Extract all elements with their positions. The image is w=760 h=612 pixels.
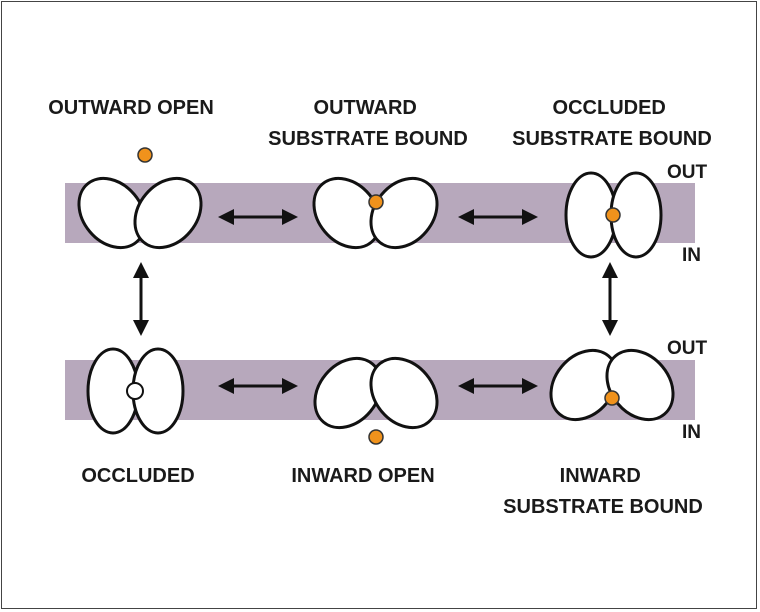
transporter-outward-open [77, 147, 203, 250]
label-outward-open: OUTWARD OPEN [48, 97, 214, 119]
empty-binding-site [126, 382, 144, 400]
substrate-dot [368, 429, 384, 445]
transporter-lobe-left [549, 348, 619, 422]
substrate-dot [604, 390, 620, 406]
label-inward-open: INWARD OPEN [291, 465, 434, 487]
arrow-outward-open-outward-bound [218, 209, 298, 225]
arrow-outward-open-occluded [133, 262, 149, 336]
arrow-outward-bound-occluded-bound [458, 209, 538, 225]
side-label-top-in: IN [682, 245, 701, 266]
label-inward-substrate-bound: INWARD SUBSTRATE BOUND [503, 465, 703, 518]
label-outward-substrate-bound: OUTWARD SUBSTRATE BOUND [268, 97, 468, 150]
transporter-inward-open [313, 356, 439, 445]
arrow-occluded-bound-inward-bound [602, 262, 618, 336]
transporter-lobe-left [313, 356, 383, 430]
side-label-bottom-in: IN [682, 422, 701, 443]
transporter-lobe-right [369, 356, 439, 430]
substrate-dot [605, 207, 621, 223]
transporter-occluded [86, 347, 185, 435]
transporter-lobe-right [133, 176, 203, 250]
transporter-outward-substrate-bound [312, 176, 439, 250]
side-label-top-out: OUT [667, 162, 708, 183]
side-label-bottom-out: OUT [667, 338, 708, 359]
transporter-lobe-right [605, 348, 675, 422]
arrow-inward-open-inward-bound [458, 378, 538, 394]
transporter-lobe-left [77, 176, 147, 250]
label-occluded-substrate-bound: OCCLUDED SUBSTRATE BOUND [512, 97, 712, 150]
label-occluded: OCCLUDED [81, 465, 194, 487]
transporter-lobe-right [369, 176, 439, 250]
transporter-occluded-substrate-bound [564, 171, 663, 259]
transporter-lobe-left [312, 176, 382, 250]
substrate-dot [137, 147, 153, 163]
arrow-occluded-inward-open [218, 378, 298, 394]
transporter-inward-substrate-bound [549, 348, 675, 422]
substrate-dot [368, 194, 384, 210]
